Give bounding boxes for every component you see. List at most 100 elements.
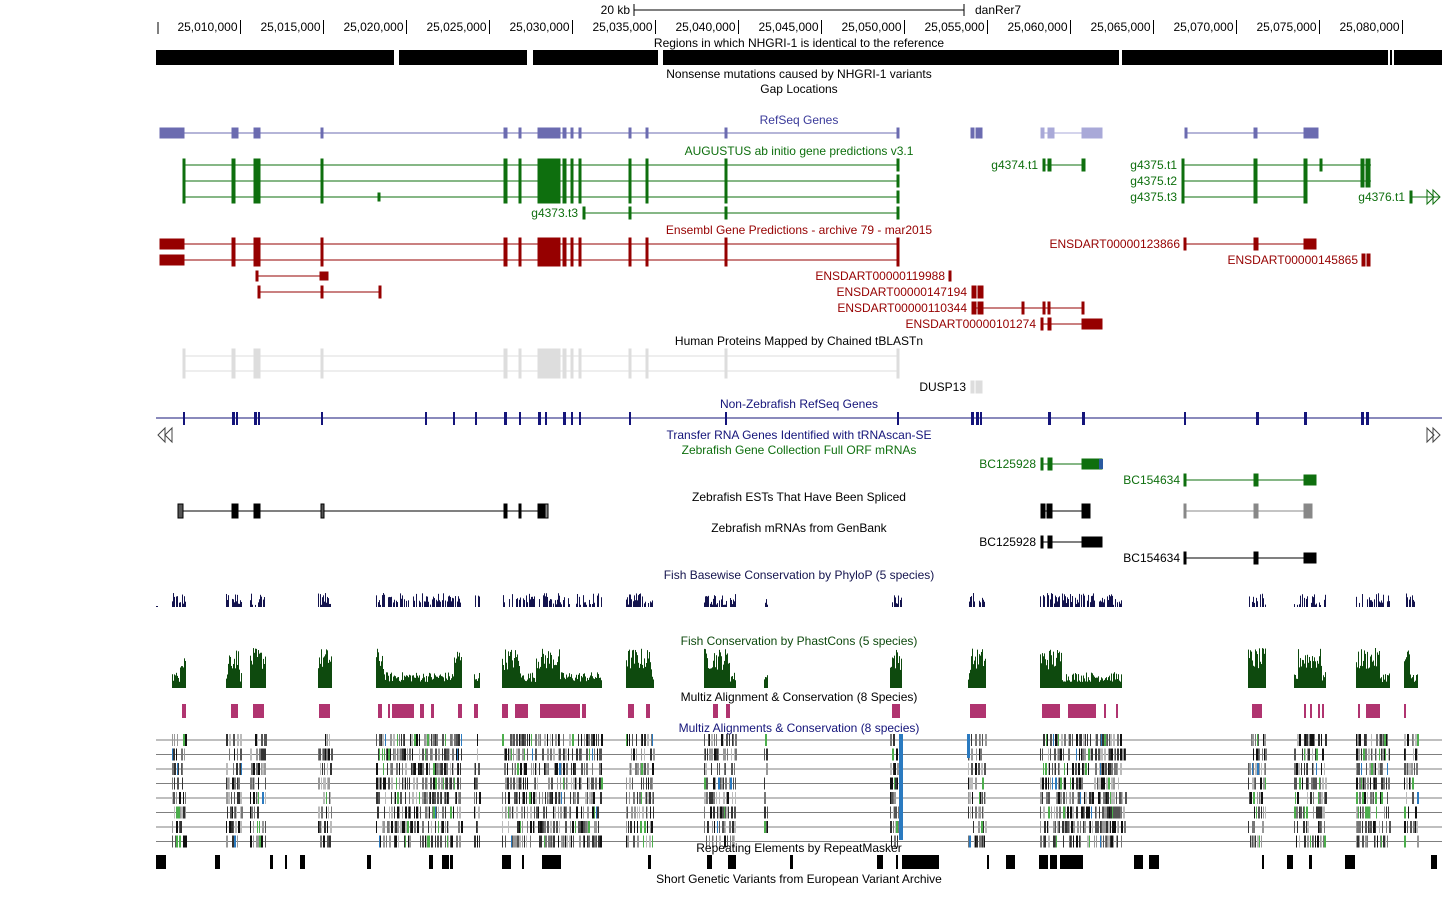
- phastcons-bar: [558, 656, 559, 688]
- alignment-block: [422, 821, 424, 833]
- refseq-genes-track[interactable]: RefSeq Genes: [159, 113, 1319, 139]
- alignment-block: [1122, 821, 1123, 833]
- alignment-block: [419, 748, 420, 761]
- gene-label-g4375-t3[interactable]: g4375.t3: [1130, 190, 1177, 204]
- alignment-block: [726, 806, 728, 819]
- alignment-block: [265, 734, 267, 746]
- spliced-est-track[interactable]: Zebrafish ESTs That Have Been Spliced: [177, 490, 1313, 519]
- alignment-block: [1410, 821, 1411, 833]
- phylop-bar: [589, 599, 590, 607]
- phastcons-bar: [410, 675, 411, 688]
- human-proteins-track[interactable]: Human Proteins Mapped by Chained tBLASTn…: [182, 334, 983, 394]
- phastcons-bar: [1299, 667, 1300, 688]
- phylop-track[interactable]: Fish Basewise Conservation by PhyloP (5 …: [156, 568, 1415, 607]
- alignment-block: [1362, 806, 1364, 819]
- gene-label-bc154634-zgc[interactable]: BC154634: [1123, 473, 1180, 487]
- track-title-nonsense[interactable]: Nonsense mutations caused by NHGRI-1 var…: [666, 67, 931, 81]
- gene-label-ens-147194[interactable]: ENSDART00000147194: [836, 285, 967, 299]
- gene-label-ens-101274[interactable]: ENSDART00000101274: [905, 317, 1036, 331]
- gene-label-ens-119988[interactable]: ENSDART00000119988: [815, 269, 945, 283]
- genbank-mrna-track[interactable]: Zebrafish mRNAs from GenBank BC125928 BC…: [711, 521, 1317, 565]
- repeat-element: [1050, 855, 1057, 869]
- multiz-conservation-track[interactable]: Multiz Alignment & Conservation (8 Speci…: [182, 690, 1406, 718]
- alignment-block: [429, 792, 430, 804]
- alignment-block: [1255, 835, 1256, 848]
- phastcons-bar: [1099, 681, 1100, 688]
- phastcons-bar: [232, 668, 233, 688]
- phylop-bar: [1254, 602, 1255, 607]
- track-title-trna[interactable]: Transfer RNA Genes Identified with tRNAs…: [667, 428, 932, 442]
- gene-label-ens-110344[interactable]: ENSDART00000110344: [837, 301, 967, 315]
- alignment-block: [254, 806, 255, 819]
- phastcons-bar: [1410, 674, 1411, 688]
- gene-label-g4376-t1[interactable]: g4376.t1: [1358, 190, 1405, 204]
- alignment-block: [1118, 821, 1119, 833]
- multiz-alignments-track[interactable]: Multiz Alignments & Conservation (8 spec…: [156, 721, 1442, 848]
- alignment-block: [1264, 748, 1265, 761]
- alignment-block: [1406, 792, 1407, 804]
- phylop-bar: [730, 597, 731, 607]
- alignment-block: [519, 792, 520, 804]
- alignment-block: [232, 806, 233, 819]
- alignment-block: [410, 806, 411, 819]
- alignment-block: [458, 821, 460, 833]
- gene-label-ens-145865[interactable]: ENSDART00000145865: [1227, 253, 1358, 267]
- alignment-block: [435, 821, 436, 833]
- gene-label-dusp13[interactable]: DUSP13: [919, 380, 966, 394]
- phylop-bar: [710, 603, 711, 607]
- alignment-block: [1117, 748, 1119, 761]
- alignment-block: [581, 748, 582, 761]
- phylop-bar: [1058, 597, 1059, 607]
- ensembl-track[interactable]: Ensembl Gene Predictions - archive 79 - …: [159, 223, 1371, 331]
- alignment-block: [250, 777, 252, 790]
- alignment-block: [1259, 763, 1260, 775]
- scroll-left-arrow-icon[interactable]: [157, 426, 173, 444]
- zgc-mrna-track[interactable]: Zebrafish Gene Collection Full ORF mRNAs…: [682, 443, 1317, 487]
- scroll-right-arrow-icon[interactable]: [1426, 426, 1441, 444]
- non-zebrafish-refseq-track[interactable]: Non-Zebrafish RefSeq Genes: [156, 397, 1442, 425]
- alignment-block: [722, 821, 724, 833]
- phylop-bar: [396, 600, 397, 607]
- gene-label-g4375-t2[interactable]: g4375.t2: [1130, 174, 1177, 188]
- alignment-block: [1055, 821, 1056, 833]
- gene-label-g4373-t3[interactable]: g4373.t3: [531, 206, 578, 220]
- alignment-block: [238, 821, 240, 833]
- alignment-block: [233, 763, 234, 775]
- gene-label-g4374-t1[interactable]: g4374.t1: [991, 158, 1038, 172]
- gene-label-ens-123866[interactable]: ENSDART00000123866: [1049, 237, 1180, 251]
- phastcons-bar: [377, 648, 378, 688]
- phylop-bar: [586, 604, 587, 607]
- phastcons-bar: [326, 649, 327, 688]
- phylop-bar: [1064, 594, 1065, 607]
- gene-label-bc154634-mrna[interactable]: BC154634: [1123, 551, 1180, 565]
- alignment-block: [389, 835, 391, 848]
- augustus-track[interactable]: AUGUSTUS ab initio gene predictions v3.1: [182, 144, 1441, 220]
- gene-label-bc125928-zgc[interactable]: BC125928: [979, 457, 1036, 471]
- track-title-gap[interactable]: Gap Locations: [760, 82, 837, 96]
- alignment-block: [642, 734, 643, 746]
- phastcons-track[interactable]: Fish Conservation by PhastCons (5 specie…: [172, 634, 1418, 688]
- alignment-block: [545, 734, 546, 746]
- alignment-block: [265, 821, 266, 833]
- track-title-eva[interactable]: Short Genetic Variants from European Var…: [656, 872, 942, 886]
- phastcons-bar: [1297, 678, 1298, 688]
- alignment-block: [1298, 763, 1300, 775]
- alignment-block: [1057, 792, 1058, 804]
- identical-regions-track[interactable]: Regions in which NHGRI-1 is identical to…: [156, 36, 1442, 65]
- gene-label-bc125928-mrna[interactable]: BC125928: [979, 535, 1036, 549]
- phylop-bar: [1102, 597, 1103, 607]
- alignment-block: [456, 835, 458, 848]
- alignment-block: [646, 777, 647, 790]
- alignment-block: [527, 748, 528, 761]
- phastcons-bar: [586, 681, 587, 688]
- phastcons-bar: [1114, 672, 1115, 688]
- alignment-block: [231, 792, 232, 804]
- gene-label-g4375-t1[interactable]: g4375.t1: [1130, 158, 1177, 172]
- phylop-bar: [734, 601, 735, 607]
- alignment-block: [330, 763, 332, 775]
- alignment-block: [1105, 763, 1107, 775]
- repeatmasker-track[interactable]: Repeating Elements by RepeatMasker: [156, 841, 1437, 869]
- alignment-block: [527, 821, 528, 833]
